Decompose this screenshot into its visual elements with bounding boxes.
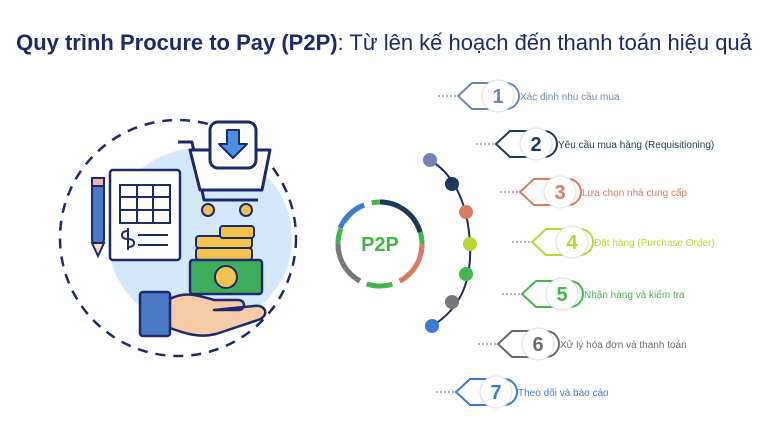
step-1: 1 Xác định nhu cầu mua xyxy=(423,79,620,167)
step-3: 3 Lựa chọn nhà cung cấp xyxy=(459,175,688,219)
step-label: Theo dõi và báo cáo xyxy=(518,388,609,399)
step-label: Xử lý hóa đơn và thanh toán xyxy=(560,339,687,351)
steps-layer: 1 Xác định nhu cầu mua 2 Yêu cầu mua hàng (… xyxy=(423,79,715,409)
procure-to-pay-illustration xyxy=(58,118,298,358)
step-connector xyxy=(500,191,518,193)
document-icon xyxy=(108,168,182,262)
page-title: Quy trình Procure to Pay (P2P): Từ lên k… xyxy=(0,28,768,58)
step-badge xyxy=(481,79,515,113)
step-connector xyxy=(478,343,496,345)
step-connector xyxy=(502,293,520,295)
step-number: 2 xyxy=(530,134,541,156)
coins-icon xyxy=(195,225,255,261)
step-label: Lựa chọn nhà cung cấp xyxy=(582,187,688,199)
step-4: 4 Đặt hàng (Purchase Order) xyxy=(463,225,715,259)
step-label: Yêu cầu mua hàng (Requisitioning) xyxy=(558,139,714,151)
title-main: Quy trình Procure to Pay (P2P) xyxy=(16,30,338,55)
download-icon xyxy=(208,120,258,170)
step-connector xyxy=(438,95,456,97)
step-badge xyxy=(519,127,553,161)
step-7: 7 Theo dõi và báo cáo xyxy=(425,319,609,409)
step-label: Nhận hàng và kiểm tra xyxy=(584,289,685,301)
step-number: 7 xyxy=(490,382,501,404)
step-number: 5 xyxy=(556,284,567,306)
step-label: Xác định nhu cầu mua xyxy=(520,91,620,103)
step-connector xyxy=(476,143,494,145)
step-number: 6 xyxy=(532,334,543,356)
step-number: 1 xyxy=(492,86,503,108)
timeline-dot xyxy=(445,177,459,191)
step-badge xyxy=(545,277,579,311)
step-badge xyxy=(543,175,577,209)
timeline-dot xyxy=(463,237,477,251)
step-2: 2 Yêu cầu mua hàng (Requisitioning) xyxy=(445,127,714,191)
step-badge xyxy=(555,225,589,259)
title-rest: : Từ lên kế hoạch đến thanh toán hiệu qu… xyxy=(337,30,752,55)
step-5: 5 Nhận hàng và kiểm tra xyxy=(459,267,685,311)
timeline-dot xyxy=(445,295,459,309)
step-number: 4 xyxy=(566,232,578,254)
step-connector xyxy=(512,241,530,243)
timeline-dot xyxy=(423,153,437,167)
banknote-icon xyxy=(188,258,264,296)
step-badge xyxy=(479,375,513,409)
step-connector xyxy=(436,391,454,393)
timeline-dot xyxy=(425,319,439,333)
p2p-label: P2P xyxy=(361,234,399,256)
timeline-dot xyxy=(459,205,473,219)
step-label: Đặt hàng (Purchase Order) xyxy=(594,238,715,249)
step-number: 3 xyxy=(554,182,565,204)
step-6: 6 Xử lý hóa đơn và thanh toán xyxy=(445,295,687,361)
pencil-icon xyxy=(90,177,106,259)
step-badge xyxy=(521,327,555,361)
p2p-ring: P2P xyxy=(335,199,425,289)
timeline-dot xyxy=(459,267,473,281)
hand-icon xyxy=(138,290,267,338)
